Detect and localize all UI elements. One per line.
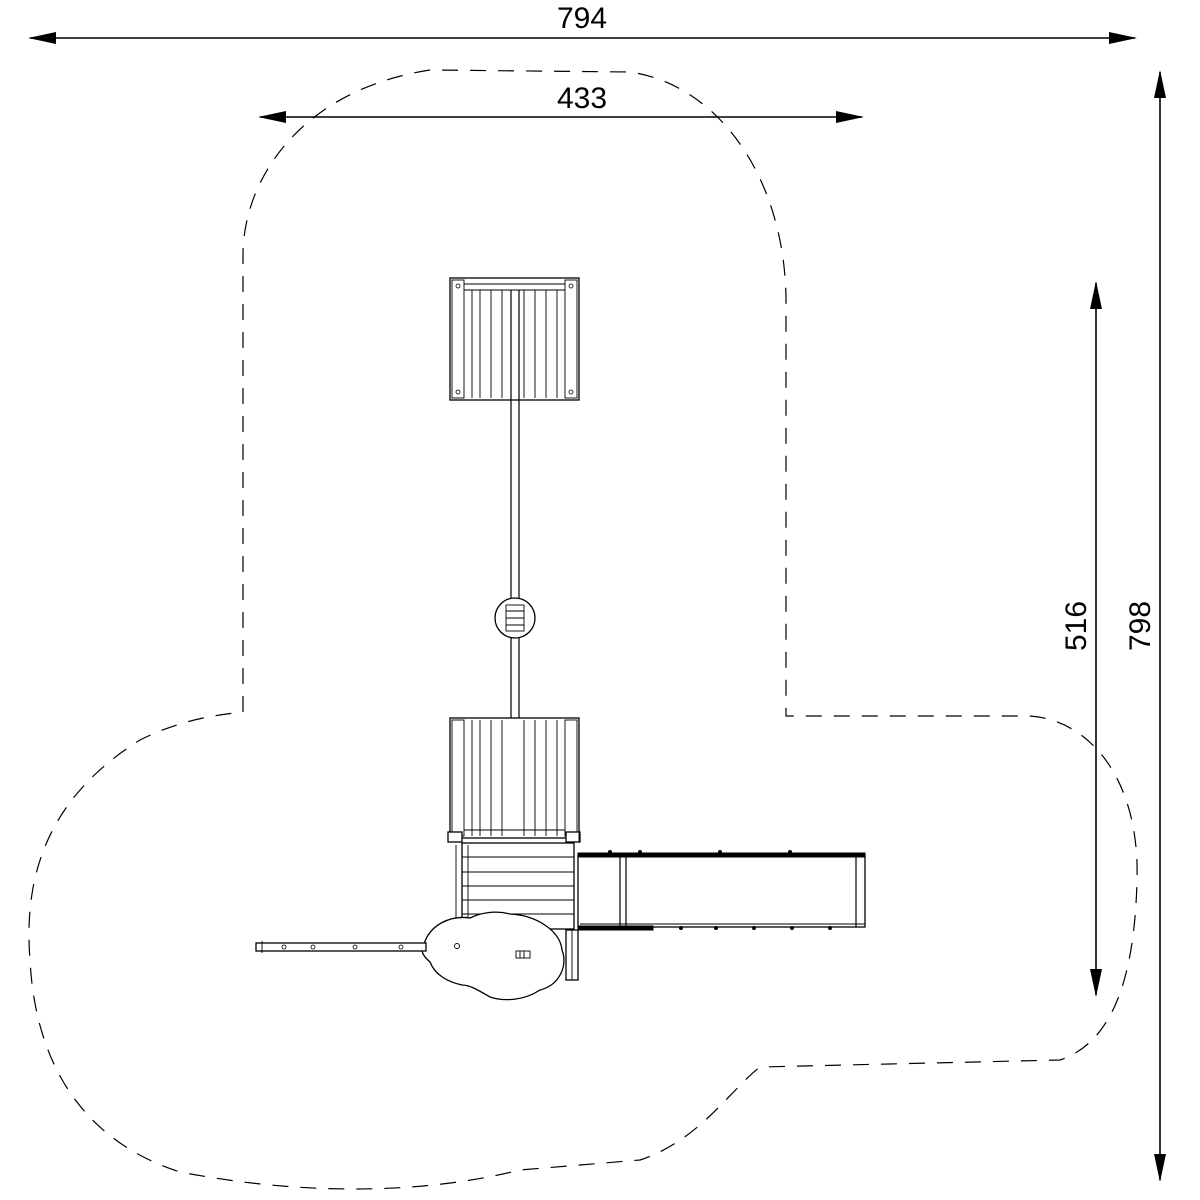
slide [577,850,866,931]
dimension-798: 798 [1124,70,1166,1182]
support-post [565,929,579,981]
dimension-516: 516 [1060,281,1102,997]
dimension-794: 794 [28,2,1137,44]
upper-deck [449,277,580,401]
dimension-433-label: 433 [557,82,607,115]
lower-deck [447,717,581,843]
safety-zone-outline [28,69,1138,1190]
side-rail [255,941,427,953]
leaf-panel [421,911,565,1001]
dimension-798-label: 798 [1124,601,1157,651]
dimension-516-label: 516 [1060,601,1093,651]
dimension-433: 433 [258,82,864,123]
dimension-794-label: 794 [557,2,607,35]
